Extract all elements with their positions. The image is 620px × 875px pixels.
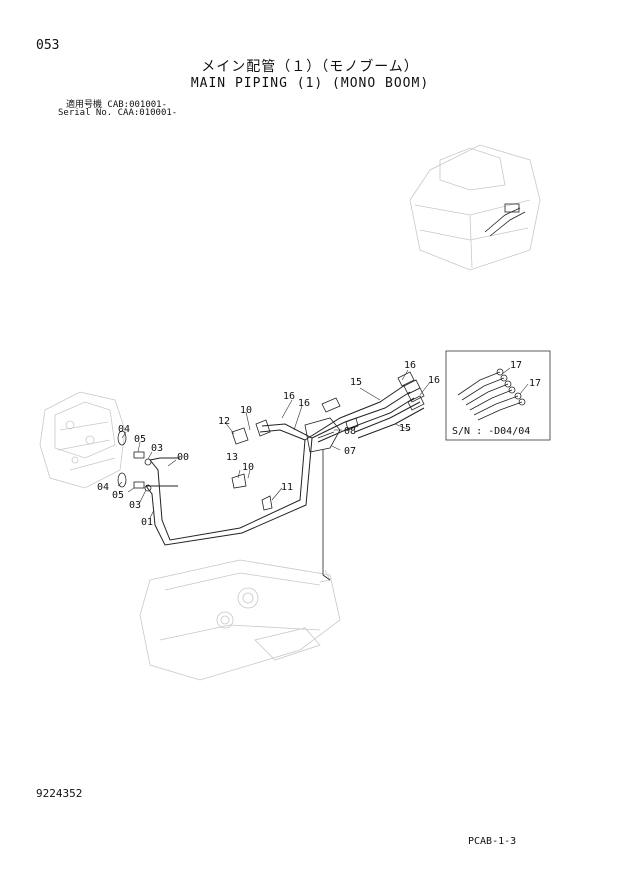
callout-03: 03 — [151, 443, 163, 454]
excavator-locator-sketch — [409, 144, 541, 271]
inset-callout-17: 17 — [510, 360, 522, 371]
callout-00: 00 — [177, 452, 189, 463]
inset-frame — [445, 350, 551, 441]
page-number: 053 — [36, 38, 60, 53]
title-english: MAIN PIPING (1) (MONO BOOM) — [190, 76, 430, 91]
callout-12: 12 — [218, 416, 230, 427]
serial-applicable-line: 適用号機 CAB:001001- — [66, 100, 168, 110]
serial-number-line: Serial No. CAA:010001- — [58, 108, 178, 118]
leader-lines — [117, 369, 431, 519]
drawing-number: 9224352 — [36, 787, 83, 800]
callout-15: 15 — [350, 377, 362, 388]
callout-16: 16 — [404, 360, 416, 371]
callout-13: 13 — [226, 452, 238, 463]
callout-04: 04 — [118, 424, 130, 435]
frame-sketch — [139, 559, 341, 681]
callout-08: 08 — [344, 426, 356, 437]
callout-01: 01 — [141, 517, 153, 528]
control-valve-sketch — [39, 391, 126, 489]
fittings — [117, 371, 425, 511]
callout-10: 10 — [240, 405, 252, 416]
callout-10: 10 — [242, 462, 254, 473]
inset-callout-17: 17 — [529, 378, 541, 389]
callout-05: 05 — [134, 434, 146, 445]
page-code: PCAB-1-3 — [468, 836, 517, 847]
title-japanese: メイン配管（１）（モノブーム） — [201, 59, 419, 75]
callout-11: 11 — [281, 482, 293, 493]
inset-detail: 17 17 S/N : -D04/04 — [445, 350, 551, 441]
callout-16: 16 — [283, 391, 295, 402]
callout-04: 04 — [97, 482, 109, 493]
bracket-07 — [304, 417, 341, 453]
callout-labels: 16 16 15 15 16 16 12 10 08 07 13 10 11 0… — [97, 360, 440, 528]
inset-serial-label: S/N : -D04/04 — [452, 426, 530, 437]
callout-05: 05 — [112, 490, 124, 501]
callout-03: 03 — [129, 500, 141, 511]
callout-15: 15 — [399, 423, 411, 434]
main-pipes — [145, 384, 425, 581]
callout-16: 16 — [298, 398, 310, 409]
callout-16: 16 — [428, 375, 440, 386]
callout-07: 07 — [344, 446, 356, 457]
